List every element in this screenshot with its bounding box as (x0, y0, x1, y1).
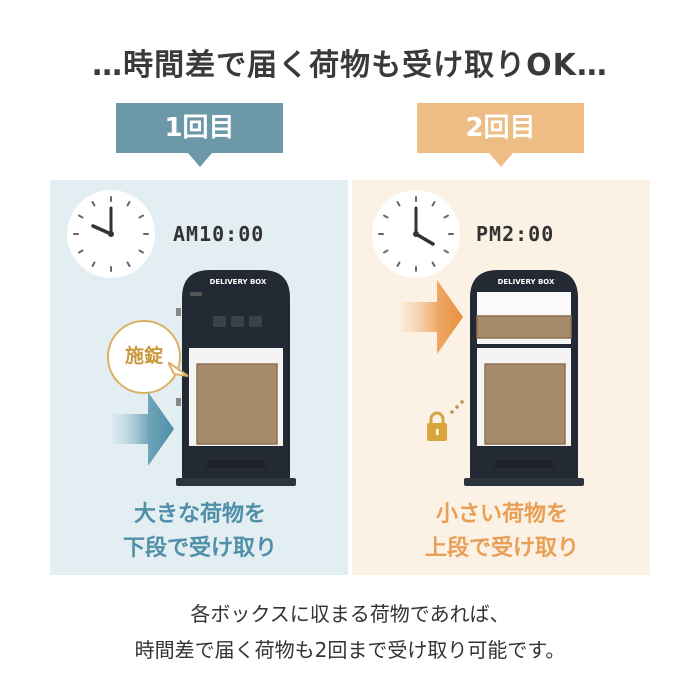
step-2-label: 2回目 (417, 103, 584, 167)
caption-line: 下段で受け取り (122, 536, 277, 561)
delivery-box-illustration: DELIVERY BOX (176, 270, 296, 486)
clock-icon (67, 190, 155, 278)
footer-line: 各ボックスに収まる荷物であれば、 (190, 602, 510, 626)
page-title: …時間差で届く荷物も受け取りOK… (92, 48, 608, 83)
badge-pointer (168, 362, 189, 377)
box-label: DELIVERY BOX (210, 278, 267, 286)
arrow-right-icon (112, 392, 174, 466)
lock-badge: 施錠 (107, 320, 181, 394)
arrow-right-icon (401, 280, 463, 354)
box-label: DELIVERY BOX (498, 278, 555, 286)
step-1-caption: 大きな荷物を 下段で受け取り (80, 498, 320, 566)
delivery-box-illustration: DELIVERY BOX (464, 270, 584, 486)
step-2-caption: 小さい荷物を 上段で受け取り (382, 498, 622, 566)
clock-icon (372, 190, 460, 278)
step-1-time: AM10:00 (173, 222, 265, 246)
caption-line: 上段で受け取り (424, 536, 579, 561)
step-2-time: PM2:00 (476, 222, 555, 246)
footer-note: 各ボックスに収まる荷物であれば、 時間差で届く荷物も2回まで受け取り可能です。 (0, 596, 700, 668)
caption-line: 小さい荷物を (435, 502, 568, 527)
step-1-label: 1回目 (116, 103, 283, 167)
padlock-icon (427, 400, 464, 441)
footer-line: 時間差で届く荷物も2回まで受け取り可能です。 (134, 638, 566, 662)
caption-line: 大きな荷物を (133, 502, 266, 527)
